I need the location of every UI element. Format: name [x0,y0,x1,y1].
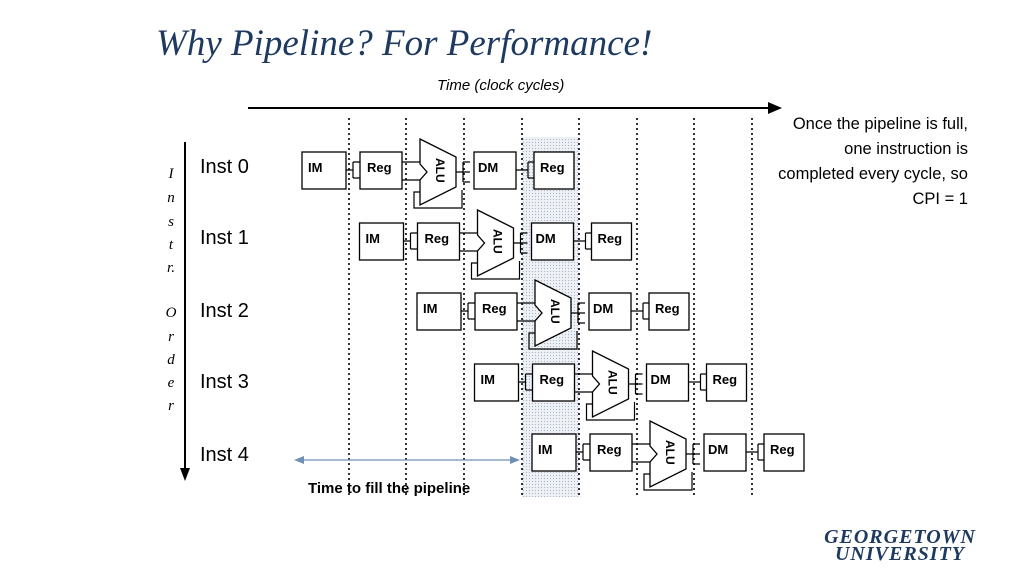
axis-letter: r [168,398,174,414]
pipeline-row: IM Reg ALU DM Reg [531,419,805,491]
reg-box [474,292,518,331]
im-box [416,292,462,331]
im-box [301,151,347,190]
reg-writeback-box [590,222,633,261]
pipeline-row: IM Reg ALU DM Reg [358,208,633,280]
instruction-label: Inst 0 [200,156,249,178]
reg-box [416,222,461,261]
connector [459,232,478,252]
reg-label: Reg [540,372,565,387]
im-label: IM [308,160,322,175]
reg-box [589,433,633,472]
connector [686,443,700,465]
connector [402,161,420,181]
connector [632,443,650,463]
alu-label: ALU [548,299,562,324]
connector [746,443,764,461]
pipeline-row: IM Reg ALU DM Reg [416,278,690,350]
dm-label: DM [536,231,556,246]
reg-writeback-label: Reg [540,160,565,175]
connector [576,443,590,461]
time-axis-arrowhead [768,102,782,114]
connector [461,302,475,320]
pipeline-row: IM Reg ALU DM Reg [301,137,575,209]
reg-box [359,151,403,190]
connector [574,373,593,393]
connector [631,302,649,320]
dm-label: DM [651,372,671,387]
connector [517,302,535,322]
connector [413,190,463,209]
university-logo: GEORGETOWN UNIVERSITY [800,526,1000,565]
fill-time-arrowhead-right [510,456,520,464]
dm-label: DM [708,442,728,457]
im-box [358,222,405,261]
reg-writeback-label: Reg [598,231,623,246]
instruction-label: Inst 2 [200,300,249,322]
connector [513,232,528,254]
alu-label: ALU [663,440,677,465]
reg-writeback-box [648,292,690,331]
instruction-label: Inst 3 [200,371,249,393]
reg-writeback-box [763,433,805,472]
im-label: IM [423,301,437,316]
instruction-label: Inst 1 [200,227,249,249]
axis-letter: d [167,352,175,368]
axis-letter: t [168,237,174,253]
dm-box [645,363,690,402]
reg-label: Reg [597,442,622,457]
axis-letter: s [168,214,174,230]
dm-box [473,151,517,190]
axis-letter: r [168,329,174,345]
order-axis-arrowhead [180,468,190,481]
connector [346,161,360,179]
alu-label: ALU [433,158,447,183]
connector [571,302,585,324]
connector [688,373,707,391]
connector [573,232,592,250]
reg-writeback-box [533,151,575,190]
reg-box [531,363,576,402]
logo-line-1: GEORGETOWN [824,526,976,548]
im-box [531,433,577,472]
connector [516,161,534,179]
connector [470,261,521,280]
reg-writeback-label: Reg [655,301,680,316]
dm-box [530,222,575,261]
im-label: IM [538,442,552,457]
reg-label: Reg [425,231,450,246]
dm-label: DM [478,160,498,175]
connector [628,373,643,395]
connector [585,402,636,421]
connector [528,331,578,350]
axis-letter: n [167,190,175,206]
connector [643,472,693,491]
im-label: IM [366,231,380,246]
axis-letter: e [167,375,175,391]
im-label: IM [481,372,495,387]
reg-writeback-box [705,363,748,402]
reg-writeback-label: Reg [713,372,738,387]
axis-letter: O [165,305,177,321]
pipeline-note: Once the pipeline is full, one instructi… [778,115,968,208]
axis-letter: I [168,166,174,182]
logo-line-2: UNIVERSITY [834,543,966,565]
instruction-label: Inst 4 [200,444,249,466]
fill-time-arrowhead-left [294,456,304,464]
connector [456,161,470,183]
reg-label: Reg [482,301,507,316]
time-axis-label: Time (clock cycles) [437,77,565,94]
dm-box [703,433,747,472]
connector [518,373,533,391]
alu-label: ALU [606,370,620,395]
reg-writeback-label: Reg [770,442,795,457]
connector [403,232,418,250]
dm-label: DM [593,301,613,316]
slide-title: Why Pipeline? For Performance! [156,23,653,64]
alu-label: ALU [491,229,505,254]
axis-letter: r. [167,260,175,276]
reg-label: Reg [367,160,392,175]
pipeline-row: IM Reg ALU DM Reg [473,349,748,421]
